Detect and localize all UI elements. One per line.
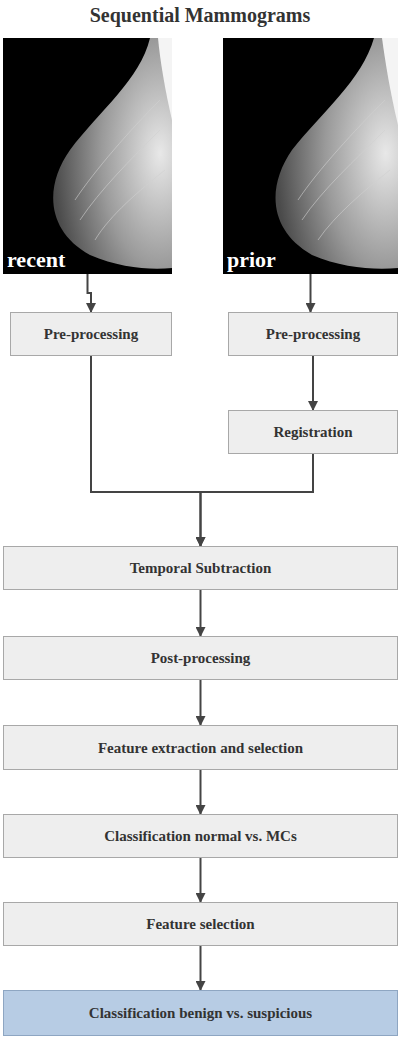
process-box: Classification normal vs. MCs (3, 814, 398, 858)
box-label: Pre-processing (38, 325, 144, 343)
process-box: Feature selection (3, 902, 398, 946)
process-box: Pre-processing (228, 312, 398, 356)
mammogram-image: prior (223, 38, 398, 274)
process-box: Temporal Subtraction (3, 546, 398, 590)
process-box: Feature extraction and selection (3, 725, 398, 770)
box-label: Post-processing (145, 649, 257, 667)
box-label: Classification benign vs. suspicious (83, 1004, 318, 1022)
mammogram-ground (3, 38, 172, 274)
process-box: Pre-processing (10, 312, 172, 356)
flow-arrow (200, 858, 202, 902)
process-box: Classification benign vs. suspicious (3, 990, 398, 1036)
breast-shape (53, 38, 172, 269)
image-label: prior (223, 248, 276, 274)
flow-arrow (200, 770, 202, 814)
tissue-lines (75, 100, 165, 240)
flow-arrow (88, 274, 92, 312)
tissue-lines (298, 100, 390, 240)
flow-arrow (200, 590, 202, 636)
box-label: Pre-processing (260, 325, 366, 343)
process-box: Registration (228, 410, 398, 454)
flow-arrow (200, 946, 202, 990)
muscle-shape (382, 38, 398, 125)
diagram-title: Sequential Mammograms (0, 4, 400, 27)
box-label: Feature selection (140, 915, 260, 933)
mammogram-ground (223, 38, 398, 274)
breast-shape (276, 38, 398, 269)
box-label: Feature extraction and selection (92, 739, 309, 757)
flow-arrow (201, 454, 314, 546)
process-box: Post-processing (3, 636, 398, 680)
flow-arrow (312, 356, 314, 410)
box-label: Registration (267, 423, 358, 441)
mammogram-image: recent (3, 38, 172, 274)
box-label: Temporal Subtraction (124, 559, 278, 577)
flow-arrow (91, 356, 201, 546)
box-label: Classification normal vs. MCs (98, 827, 303, 845)
image-label: recent (3, 248, 65, 274)
flow-arrow (310, 274, 312, 312)
flow-arrow (200, 680, 202, 725)
muscle-shape (158, 38, 172, 120)
